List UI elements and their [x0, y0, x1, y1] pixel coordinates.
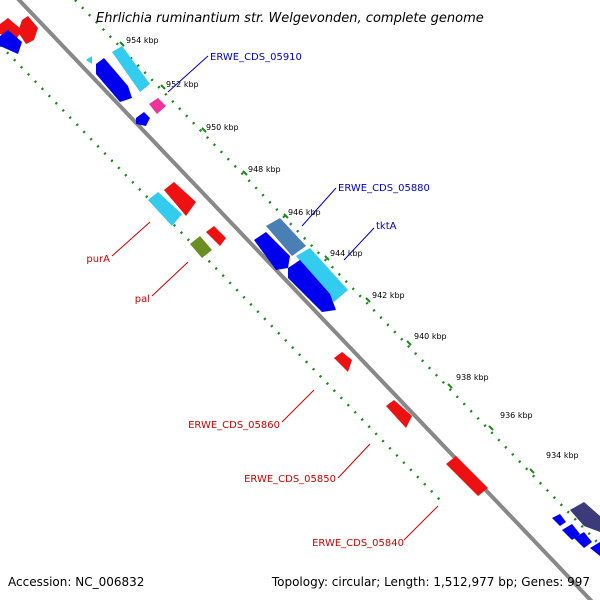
gene-arrow[interactable] [18, 16, 38, 44]
reverse-genes [0, 16, 488, 496]
gene-arrow[interactable] [552, 514, 566, 526]
gene-arrow[interactable] [148, 192, 182, 226]
gene-arrow[interactable] [574, 532, 592, 548]
gene-label-pal[interactable]: pal [135, 294, 150, 305]
gene-arrow[interactable] [96, 58, 132, 102]
tick-label-942: 942 kbp [372, 291, 405, 300]
outer-dotted-track [74, 0, 600, 546]
gene-label-pura[interactable]: purA [86, 254, 110, 265]
reverse-label-leaders [111, 221, 439, 541]
tick-label-950: 950 kbp [206, 123, 239, 132]
tick-label-944: 944 kbp [330, 249, 363, 258]
tick-label-952: 952 kbp [166, 80, 199, 89]
gene-arrow[interactable] [266, 218, 306, 256]
gene-label-tkta[interactable]: tktA [376, 221, 397, 232]
gene-label-erwe-cds-05860[interactable]: ERWE_CDS_05860 [188, 420, 280, 431]
genome-summary-text: Topology: circular; Length: 1,512,977 bp… [271, 575, 590, 589]
gene-arrow[interactable] [386, 400, 412, 428]
tick-label-946: 946 kbp [288, 208, 321, 217]
inner-dotted-track [0, 44, 441, 501]
accession-text: Accession: NC_006832 [8, 575, 144, 589]
tick-label-948: 948 kbp [248, 165, 281, 174]
tick-marks [119, 41, 535, 474]
gene-arrow[interactable] [590, 542, 600, 556]
forward-label-leaders [167, 55, 375, 261]
gene-arrow[interactable] [296, 248, 348, 302]
tick-label-940: 940 kbp [414, 332, 447, 341]
tick-label-954: 954 kbp [126, 36, 159, 45]
gene-label-erwe-cds-05910[interactable]: ERWE_CDS_05910 [210, 52, 302, 63]
gene-arrow[interactable] [136, 112, 150, 126]
gene-arrow[interactable] [190, 236, 212, 258]
gene-label-erwe-cds-05880[interactable]: ERWE_CDS_05880 [338, 183, 430, 194]
tick-label-936: 936 kbp [500, 411, 533, 420]
forward-genes [86, 46, 600, 556]
gene-arrow[interactable] [562, 524, 580, 540]
gene-arrow[interactable] [288, 260, 336, 312]
gene-arrow[interactable] [254, 232, 290, 270]
tick-label-934: 934 kbp [546, 451, 579, 460]
map-title: Ehrlichia ruminantium str. Welgevonden, … [96, 11, 484, 26]
gene-arrow[interactable] [164, 182, 196, 216]
gene-arrow[interactable] [112, 46, 150, 92]
gene-label-erwe-cds-05840[interactable]: ERWE_CDS_05840 [312, 538, 404, 549]
gene-arrow[interactable] [334, 352, 352, 372]
tick-label-938: 938 kbp [456, 373, 489, 382]
gene-arrow[interactable] [86, 56, 92, 64]
gene-arrow[interactable] [446, 456, 488, 496]
gene-label-erwe-cds-05850[interactable]: ERWE_CDS_05850 [244, 474, 336, 485]
gene-arrow[interactable] [570, 502, 600, 532]
gene-arrow[interactable] [0, 30, 22, 54]
gene-arrow[interactable] [206, 226, 226, 246]
gene-arrow[interactable] [149, 98, 166, 114]
